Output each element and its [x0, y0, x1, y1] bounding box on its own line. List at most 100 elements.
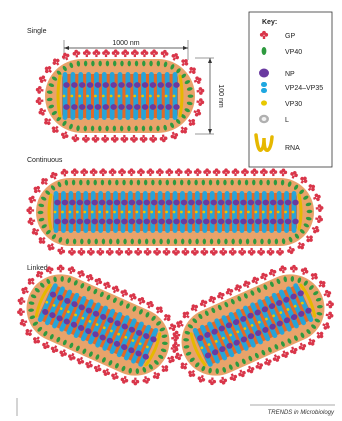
gp-spike	[68, 248, 76, 256]
gp-spike	[110, 371, 120, 381]
gp-spike	[27, 217, 36, 226]
gp-spike	[271, 353, 281, 363]
gp-spike	[42, 116, 53, 127]
gp-spike	[96, 248, 104, 256]
vp40-protein	[202, 180, 205, 186]
gp-spike	[208, 377, 216, 385]
gp-spike	[35, 86, 44, 95]
vp40-protein	[138, 239, 141, 245]
gp-spike	[41, 340, 51, 350]
key-label-vp40: VP40	[285, 49, 302, 56]
gp-spike	[93, 363, 103, 373]
vp40-protein	[113, 126, 116, 132]
gp-spike	[315, 215, 324, 224]
gp-spike	[67, 265, 77, 275]
vp40-protein	[137, 180, 140, 186]
vp40-protein	[98, 126, 101, 132]
gp-spike	[46, 242, 57, 252]
gp-spike	[280, 349, 290, 359]
vp40-protein	[94, 180, 97, 186]
gp-spike	[18, 318, 28, 328]
gp-spike	[75, 356, 85, 366]
gp-spike	[37, 107, 47, 117]
vp40-protein	[102, 239, 105, 245]
virion-linked	[3, 251, 342, 400]
gp-spike	[326, 300, 334, 309]
gp-spike	[30, 226, 41, 237]
vp40-protein	[120, 126, 123, 132]
gp-spike	[278, 265, 287, 274]
gp-spike	[92, 135, 100, 143]
gp-spike	[159, 134, 168, 143]
vp40-protein	[87, 239, 90, 245]
vp40-protein	[180, 180, 183, 186]
label-continuous: Continuous	[27, 157, 63, 164]
vp40-protein	[173, 180, 176, 186]
gp-spike	[179, 360, 190, 371]
gp-spike	[186, 368, 197, 379]
gp-spike	[237, 368, 247, 378]
gp-spike	[38, 74, 48, 84]
gp-spike	[32, 184, 43, 195]
gp-spike	[184, 168, 192, 176]
vp40-protein	[113, 61, 116, 67]
vp40-protein	[238, 180, 241, 186]
gp-spike	[296, 240, 307, 251]
gp-spike	[58, 348, 68, 358]
gp-spike	[250, 275, 260, 285]
key-label-gp: GP	[285, 33, 295, 40]
gp-spike	[200, 248, 208, 256]
gp-spike	[85, 273, 95, 283]
gp-spike	[49, 171, 59, 181]
gp-spike	[112, 49, 120, 57]
gp-spike	[125, 248, 133, 256]
gp-spike	[87, 248, 95, 256]
vp40-protein	[167, 239, 170, 245]
gp-spike	[57, 246, 66, 255]
vp40-protein	[260, 239, 263, 245]
gp-spike	[286, 245, 296, 255]
vp40-protein	[130, 180, 133, 186]
vp40-protein	[245, 180, 248, 186]
gp-spike	[151, 370, 162, 381]
gp-spike	[80, 168, 88, 176]
gp-spike	[101, 135, 109, 143]
vp40-protein	[159, 239, 162, 245]
gp-spike	[109, 168, 117, 176]
gp-spike	[26, 206, 34, 214]
gp-spike	[111, 135, 119, 143]
vp40-icon	[262, 47, 267, 55]
vp40-protein	[80, 239, 83, 245]
vp40-protein	[274, 180, 277, 186]
gp-spike	[119, 288, 129, 298]
key-label-vp30: VP30	[285, 101, 302, 108]
vp40-protein	[187, 180, 190, 186]
vp40-protein	[122, 180, 125, 186]
gp-spike	[224, 287, 234, 297]
gp-spike	[210, 248, 218, 256]
gp-spike	[232, 168, 240, 176]
gp-spike	[317, 279, 328, 290]
gp-spike	[144, 248, 152, 256]
credit-text: TRENDS in Microbiology	[268, 410, 335, 416]
vp40-protein	[149, 61, 152, 67]
vp40-protein	[142, 126, 145, 132]
vp40-protein	[128, 61, 131, 67]
gp-spike	[321, 321, 331, 331]
vp40-protein	[252, 180, 255, 186]
gp-spike	[194, 168, 202, 176]
vp40-protein	[194, 180, 197, 186]
gp-spike	[43, 64, 54, 75]
vp40-protein	[105, 126, 108, 132]
vp40-protein	[120, 61, 123, 67]
gp-spike	[39, 176, 50, 187]
gp-spike	[228, 372, 238, 382]
gp-spike	[93, 49, 101, 57]
gp-spike	[263, 357, 273, 367]
gp-spike	[83, 49, 91, 57]
vp40-protein	[142, 61, 145, 67]
vp40-protein	[230, 180, 233, 186]
gp-spike	[82, 135, 90, 143]
gp-spike	[99, 168, 107, 176]
gp-spike	[141, 375, 151, 385]
